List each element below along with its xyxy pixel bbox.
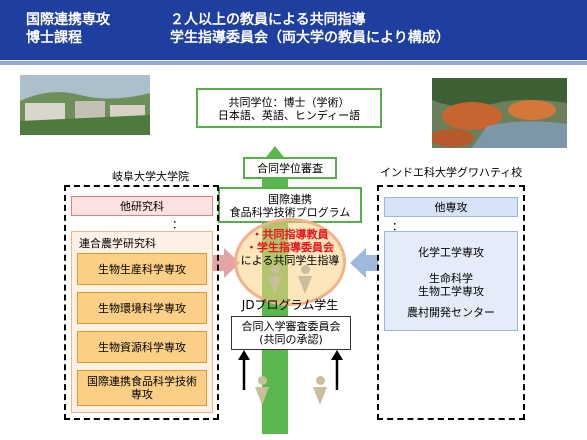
admission-line2: (共同の承認) xyxy=(259,333,323,346)
iit-majors-box xyxy=(384,231,518,331)
degree-review-box: 合同学位審査 xyxy=(243,157,337,179)
iit-guwahati-label: インドエ科大学グワハティ校 xyxy=(380,166,523,179)
pink-right-arrow xyxy=(212,248,240,278)
other-graduate-school-label: 他研究科 xyxy=(120,200,164,213)
campus-photo xyxy=(20,75,150,135)
circle-line3: による共同学生指導 xyxy=(240,254,340,267)
black-up-arrow-right xyxy=(331,350,343,360)
major-chemical-eng-label: 化学工学専攻 xyxy=(418,246,484,259)
person-icon xyxy=(298,265,312,295)
other-major-box: 他専攻 xyxy=(384,197,518,217)
person-icon xyxy=(268,265,282,295)
major-bioproduction-box: 生物生産科学専攻 xyxy=(77,253,207,285)
united-agriculture-label: 連合農学研究科 xyxy=(79,237,156,250)
rural-development-label: 農村開発センター xyxy=(407,306,495,319)
major-bioresource-box: 生物資源科学専攻 xyxy=(77,331,207,363)
gifu-dashed-group xyxy=(64,185,219,420)
major-food-science-line2: 専攻 xyxy=(131,388,153,401)
program-line1: 国際連携 xyxy=(268,193,312,206)
admission-line1: 合同入学審査委員会 xyxy=(241,320,341,333)
major-bioenvironment-box: 生物環境科学専攻 xyxy=(77,292,207,324)
jd-student-label: JDプログラム学生 xyxy=(241,298,339,312)
title-bar xyxy=(0,0,587,60)
gifu-university-label: 岐阜大学大学院 xyxy=(112,170,189,183)
major-food-science-box: 国際連携食品科学技術 専攻 xyxy=(77,370,207,406)
major-bioscience-line1: 生命科学 xyxy=(429,272,473,285)
blue-left-arrow xyxy=(350,248,378,278)
header-left-line1: 国際連携専攻 xyxy=(26,12,110,28)
admission-committee-box: 合同入学審査委員会 (共同の承認) xyxy=(231,316,351,350)
person-icon xyxy=(255,376,269,406)
header-right-line1: ２人以上の教員による共同指導 xyxy=(170,12,366,28)
major-bioscience-line2: 生物工学専攻 xyxy=(418,285,484,298)
lake-photo xyxy=(432,78,567,148)
joint-guidance-circle xyxy=(234,218,346,306)
program-line2: 食品科学技術プログラム xyxy=(229,206,351,219)
major-food-science-line1: 国際連携食品科学技術 xyxy=(87,375,197,388)
header-rule xyxy=(0,61,587,65)
circle-line2: ・学生指導委員会 xyxy=(246,241,334,254)
black-up-arrow-left xyxy=(238,350,250,360)
circle-line1: ・共同指導教員 xyxy=(251,228,329,241)
other-major-label: 他専攻 xyxy=(434,201,468,214)
other-graduate-school-box: 他研究科 xyxy=(71,196,213,216)
right-ellipsis: ： xyxy=(392,220,403,233)
joint-degree-line1: 共同学位：博士（学術） xyxy=(228,96,350,109)
header-right-line2: 学生指導委員会（両大学の教員により構成） xyxy=(170,30,450,46)
major-bioresource-label: 生物資源科学専攻 xyxy=(98,341,186,354)
major-bioproduction-label: 生物生産科学専攻 xyxy=(98,263,186,276)
iit-dashed-group xyxy=(377,185,525,420)
program-box: 国際連携 食品科学技術プログラム xyxy=(218,187,362,223)
person-icon xyxy=(313,376,327,406)
degree-review-label: 合同学位審査 xyxy=(257,162,323,175)
major-bioenvironment-label: 生物環境科学専攻 xyxy=(98,302,186,315)
left-ellipsis: ： xyxy=(172,218,183,231)
joint-degree-line2: 日本語、英語、ヒンディー語 xyxy=(217,109,361,122)
joint-degree-box: 共同学位：博士（学術） 日本語、英語、ヒンディー語 xyxy=(196,88,382,128)
header-left-line2: 博士課程 xyxy=(26,30,82,46)
